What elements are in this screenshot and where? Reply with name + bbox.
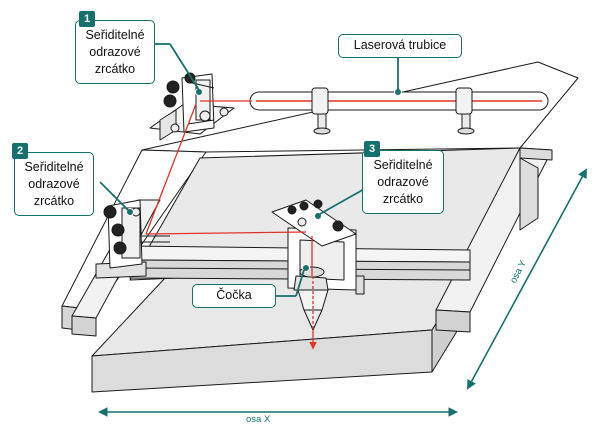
callout-mirror-2: Seřiditelné odrazové zrcátko — [14, 152, 94, 216]
callout-1-line-2: odrazové — [89, 45, 141, 59]
mirror-2-mount — [95, 199, 170, 279]
callout-1-line-3: zrcátko — [94, 62, 136, 76]
axis-arrows — [98, 168, 587, 417]
callout-2-line-3: zrcátko — [33, 194, 75, 208]
callout-lens: Čočka — [192, 284, 276, 308]
callout-3-line-1: Seřiditelné — [373, 158, 433, 172]
mirror-highlights — [126, 88, 402, 272]
callout-3-number: 3 — [364, 141, 380, 157]
y-axis-arrow — [467, 168, 587, 390]
callout-3-line-2: odrazové — [377, 175, 429, 189]
callout-3-line-3: zrcátko — [382, 192, 424, 206]
laser-head-carriage — [271, 199, 365, 331]
base-slab — [91, 261, 471, 393]
x-axis-label: osa X — [246, 414, 271, 425]
callout-2-line-2: odrazové — [28, 177, 80, 191]
callout-2-line-1: Seřiditelné — [24, 160, 84, 174]
callout-1-line-1: Seřiditelné — [85, 28, 145, 42]
leader-lines — [99, 43, 399, 297]
callout-1-number: 1 — [79, 11, 95, 27]
callout-mirror-1: Seřiditelné odrazové zrcátko — [75, 20, 155, 84]
callout-2-number: 2 — [12, 143, 28, 159]
callout-laser-tube: Laserová trubice — [338, 34, 462, 58]
mirror-1-mount — [149, 72, 235, 141]
callout-mirror-3: Seřiditelné odrazové zrcátko — [362, 150, 444, 214]
laser-tube — [249, 87, 549, 135]
laser-beam — [145, 100, 317, 350]
